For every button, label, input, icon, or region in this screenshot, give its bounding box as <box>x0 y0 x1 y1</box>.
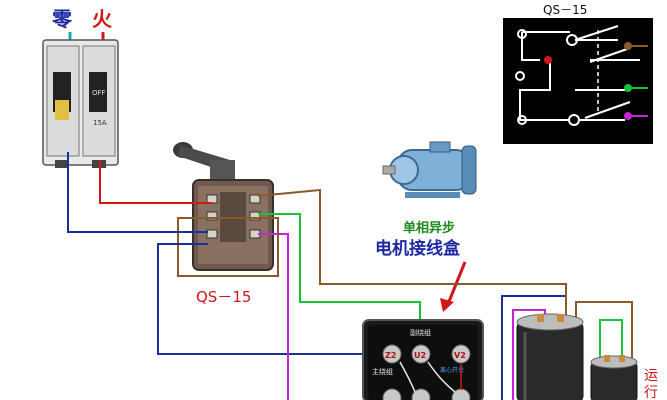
terminal-u1 <box>411 388 431 400</box>
junction-box: 副绕组 主绕组 离心开关 Z2 U2 V2 <box>362 319 484 400</box>
junction-box-caption: 电机接线盒 <box>375 238 461 259</box>
junction-main-winding: 主绕组 <box>372 367 393 376</box>
terminal-u2-label: U2 <box>414 351 426 360</box>
breaker-rating-text: 15A <box>93 119 107 127</box>
terminal-v2 <box>451 344 471 364</box>
brown-cap-wire <box>575 301 633 400</box>
motor-caption: 单相异步 <box>403 220 455 236</box>
terminal-z2 <box>382 344 402 364</box>
blue-cap-wire <box>501 295 565 400</box>
terminal-z2-label: Z2 <box>385 351 396 360</box>
run-label-char: 运 <box>644 368 658 384</box>
junction-header: 副绕组 <box>410 328 431 337</box>
switch-frame <box>177 217 279 277</box>
neutral-to-box-wire <box>157 243 382 355</box>
motor-icon <box>382 141 477 198</box>
terminal-z1 <box>382 388 402 400</box>
run-label: 运行 <box>644 368 658 400</box>
switch-name-label: QS－15 <box>196 288 251 306</box>
run-capacitor <box>590 355 638 400</box>
qs15-schematic: QS－15 <box>503 3 653 144</box>
circuit-breaker: OFF 15A <box>42 39 119 168</box>
magenta-wire <box>258 233 289 400</box>
live-label: 火 <box>92 7 113 31</box>
junction-note: 离心开关 <box>440 366 464 374</box>
pointer-arrow <box>440 261 467 312</box>
brown-wire <box>257 188 567 320</box>
run-label-char: 行 <box>644 385 658 400</box>
neutral-label: 零 <box>51 7 73 31</box>
terminal-v2-label: V2 <box>454 351 466 360</box>
breaker-off-text: OFF <box>92 89 106 97</box>
schematic-title: QS－15 <box>543 3 587 17</box>
start-capacitor <box>516 313 584 400</box>
terminal-u2 <box>411 344 431 364</box>
neutral-wire <box>67 152 208 233</box>
rotary-switch <box>173 142 274 271</box>
green-wire <box>258 213 421 345</box>
live-wire <box>99 160 212 204</box>
